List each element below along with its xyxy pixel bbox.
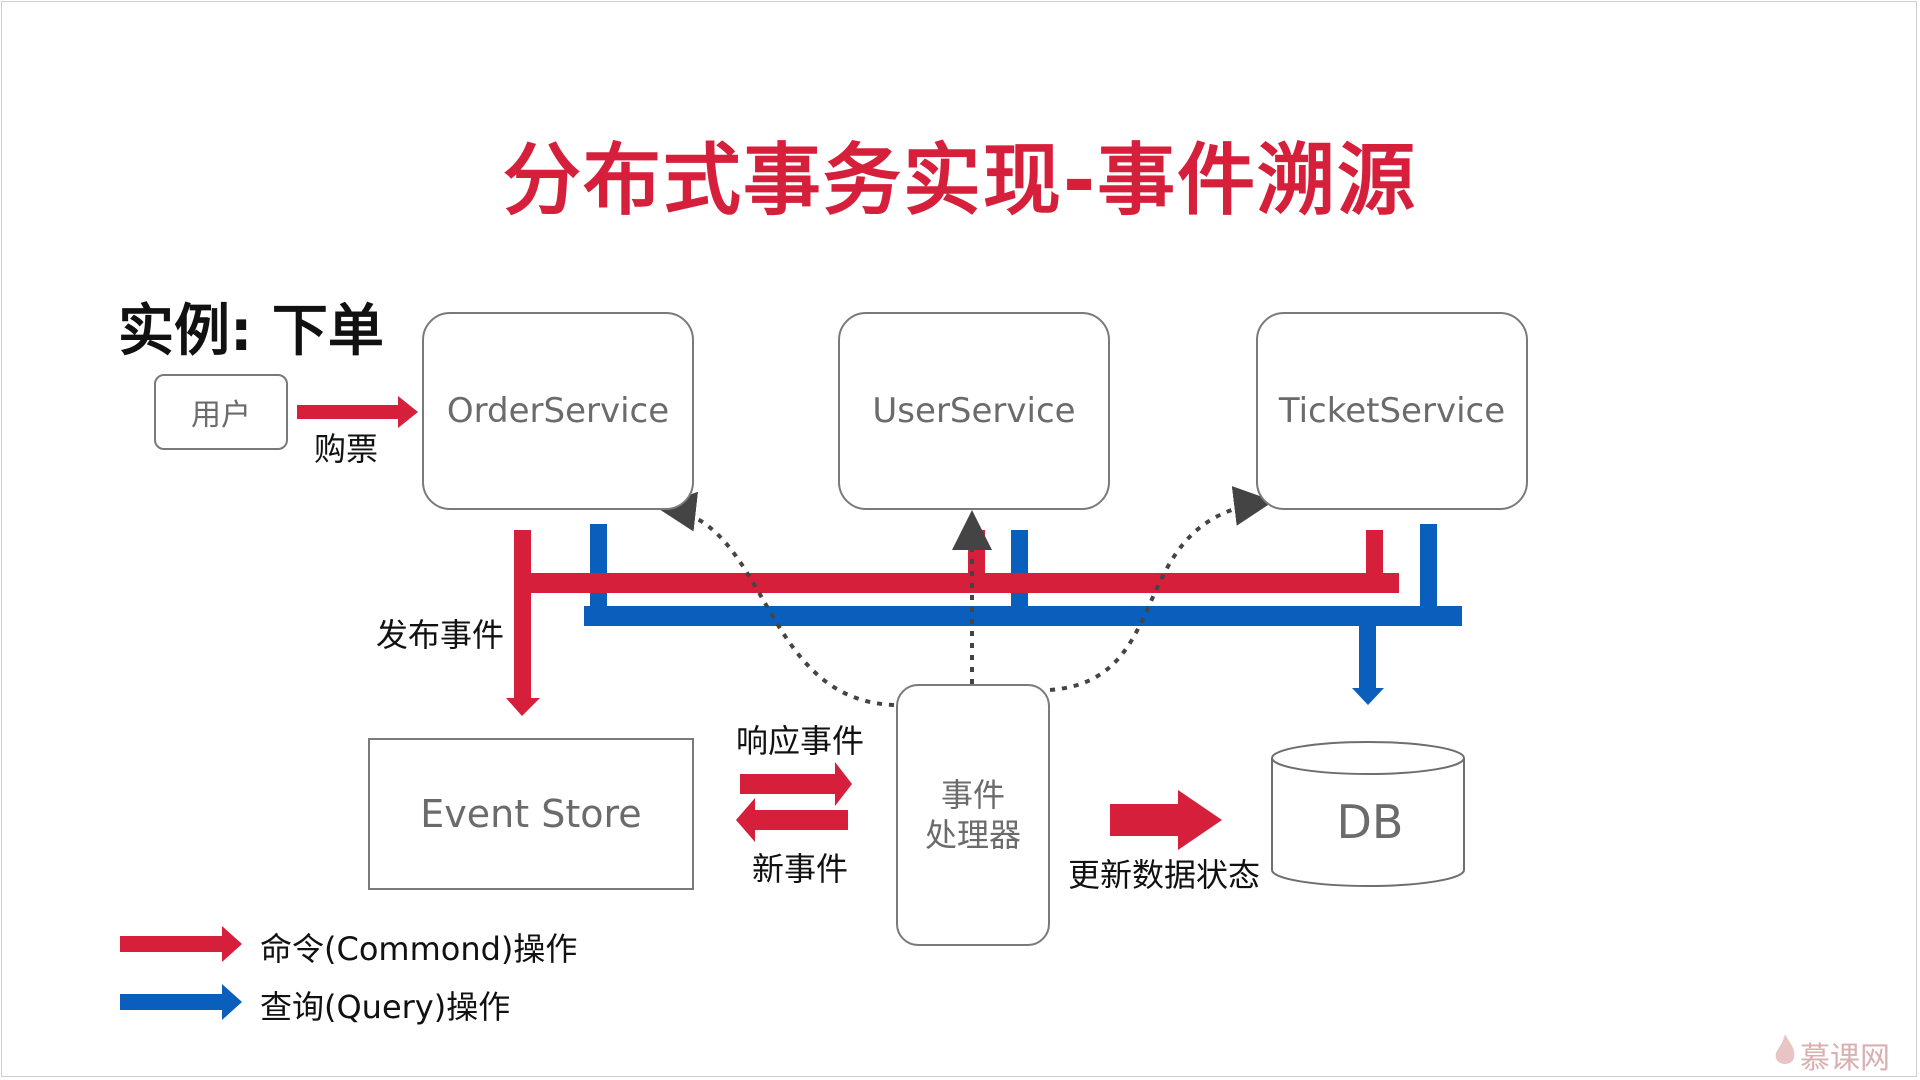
order-service-label: OrderService — [446, 391, 670, 431]
legend-query-label: 查询(Query)操作 — [260, 988, 511, 1026]
respond-event-arrow — [740, 762, 852, 806]
update-state-arrow — [1110, 790, 1222, 850]
legend-query-swatch — [120, 984, 242, 1020]
user-service-label: UserService — [872, 391, 1076, 431]
ticket-service-label: TicketService — [1278, 391, 1506, 431]
command-arrow-user-to-order — [297, 396, 418, 428]
slide-title: 分布式事务实现-事件溯源 — [502, 136, 1418, 226]
legend-command-swatch — [120, 926, 242, 962]
user-node-label: 用户 — [191, 398, 251, 433]
db-label: DB — [1336, 795, 1404, 849]
order-service-node: OrderService — [422, 312, 694, 510]
publish-event-label: 发布事件 — [376, 616, 505, 654]
event-handler-label-line2: 处理器 — [924, 816, 1021, 854]
buy-ticket-label: 购票 — [314, 430, 379, 468]
flame-logo-icon — [1775, 1034, 1795, 1064]
user-node: 用户 — [154, 374, 288, 450]
new-event-label: 新事件 — [752, 850, 849, 888]
handler-dispatch-lines — [656, 486, 1274, 707]
respond-event-label: 响应事件 — [736, 722, 865, 760]
query-bus — [584, 524, 1462, 705]
event-store-node: Event Store — [368, 738, 694, 890]
ticket-service-node: TicketService — [1256, 312, 1528, 510]
new-event-arrow — [736, 798, 848, 842]
legend-command-label: 命令(Commond)操作 — [260, 930, 578, 968]
event-handler-node: 事件 处理器 — [896, 684, 1050, 946]
event-handler-label-line1: 事件 — [940, 776, 1005, 814]
user-service-node: UserService — [838, 312, 1110, 510]
update-state-label: 更新数据状态 — [1068, 856, 1261, 894]
event-store-label: Event Store — [420, 792, 642, 836]
db-cylinder — [1271, 741, 1465, 887]
watermark-text: 慕课网 — [1800, 1041, 1890, 1076]
slide-subtitle: 实例: 下单 — [118, 299, 384, 364]
